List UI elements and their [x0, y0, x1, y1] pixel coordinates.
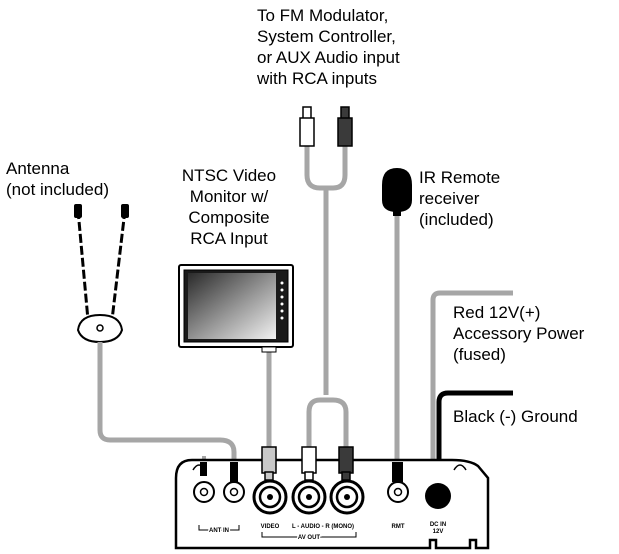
- audio-y-cable: [304, 145, 349, 447]
- power-cable-red: [430, 290, 513, 470]
- ground-cable-black: [436, 390, 513, 486]
- dc-in-label: DC IN: [430, 522, 446, 528]
- monitor-label: NTSC Video Monitor w/ Composite RCA Inpu…: [181, 166, 277, 248]
- av-out-label: AV OUT: [298, 535, 321, 541]
- rmt-label: RMT: [392, 524, 405, 530]
- dc-in-voltage-label: 12V: [433, 529, 444, 535]
- ir-remote-label: IR Remote receiver (included): [419, 168, 501, 229]
- video-monitor: [178, 264, 294, 353]
- antenna-label: Antenna (not included): [6, 159, 110, 199]
- antenna-cable: [97, 342, 237, 462]
- ant-in-label: ANT IN: [209, 528, 229, 534]
- device-panel: ANT IN VIDEO L - AUDIO - R (MONO) AV OUT…: [174, 458, 490, 550]
- video-label: VIDEO: [261, 524, 280, 530]
- ground-label: Black (-) Ground: [453, 407, 578, 426]
- audio-label: L - AUDIO - R (MONO): [292, 524, 354, 530]
- panel-plugs: [200, 446, 403, 482]
- antenna-left-rod: [76, 209, 90, 321]
- power-label: Red 12V(+) Accessory Power (fused): [453, 303, 585, 364]
- ir-remote-receiver: [382, 168, 412, 216]
- dc-in-jack: [425, 483, 451, 509]
- fm-modulator-label: To FM Modulator, System Controller, or A…: [257, 6, 400, 88]
- fm-rca-plugs: [299, 106, 353, 147]
- antenna: [74, 204, 129, 344]
- antenna-right-rod: [110, 209, 127, 321]
